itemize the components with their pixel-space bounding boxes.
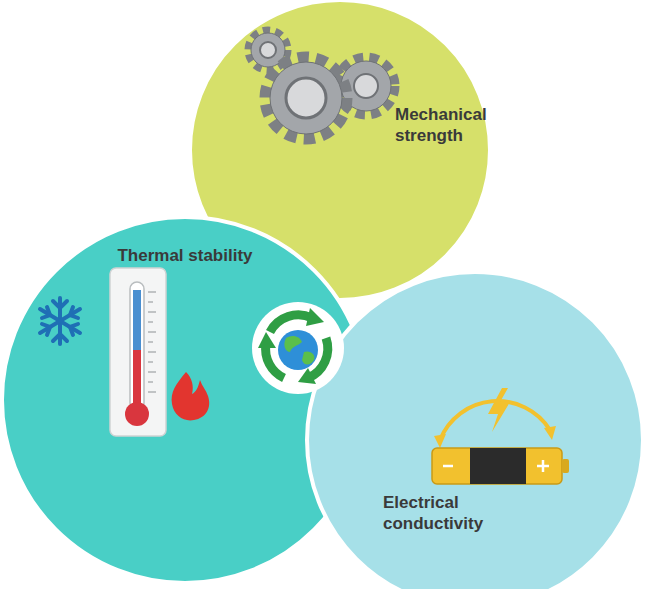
recycle-globe-icon	[252, 302, 344, 394]
circle-outline	[305, 270, 645, 589]
battery-icon	[432, 378, 569, 484]
gears-icon	[249, 31, 394, 138]
snowflake-icon	[40, 298, 80, 344]
circle-label: Thermal stability	[100, 245, 270, 266]
flame-icon	[172, 372, 210, 420]
thermometer-icon	[110, 268, 166, 436]
circle-label: Electrical conductivity	[383, 492, 507, 534]
electrical-circle: Electrical conductivity	[305, 270, 645, 589]
circle-label: Mechanical strength	[395, 104, 499, 146]
